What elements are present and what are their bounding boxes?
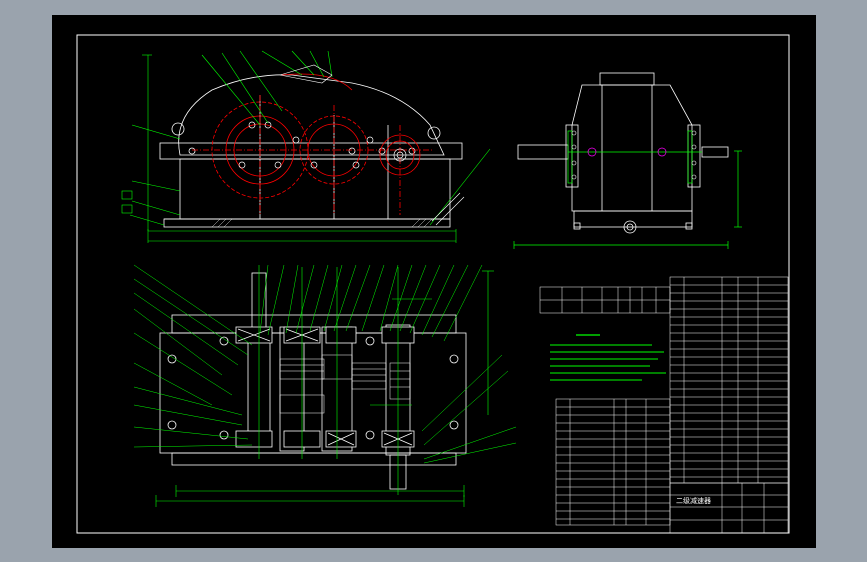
front-view-bolts — [238, 121, 407, 169]
side-view-bolts — [571, 130, 697, 180]
front-view — [159, 74, 463, 228]
drawing-canvas: 二级减速器 — [76, 34, 790, 534]
top-section-bearings — [235, 326, 415, 448]
title-block-title: 二级减速器 — [676, 496, 711, 505]
front-view-hatching — [211, 218, 433, 228]
top-section-leaders — [133, 264, 517, 464]
technical-requirements — [550, 334, 666, 381]
parts-list — [555, 276, 789, 526]
title-block — [669, 482, 789, 534]
top-section-gears — [279, 354, 411, 414]
front-view-dimensions — [121, 50, 491, 243]
drawing-outer-border — [76, 34, 790, 534]
cad-viewport[interactable]: 二级减速器 — [52, 15, 816, 548]
front-view-gears — [192, 73, 432, 215]
side-view-shaft — [513, 130, 742, 249]
top-section-centerlines — [155, 265, 494, 507]
parameter-table — [539, 286, 671, 314]
top-section-view — [159, 272, 467, 490]
side-view — [517, 72, 729, 234]
